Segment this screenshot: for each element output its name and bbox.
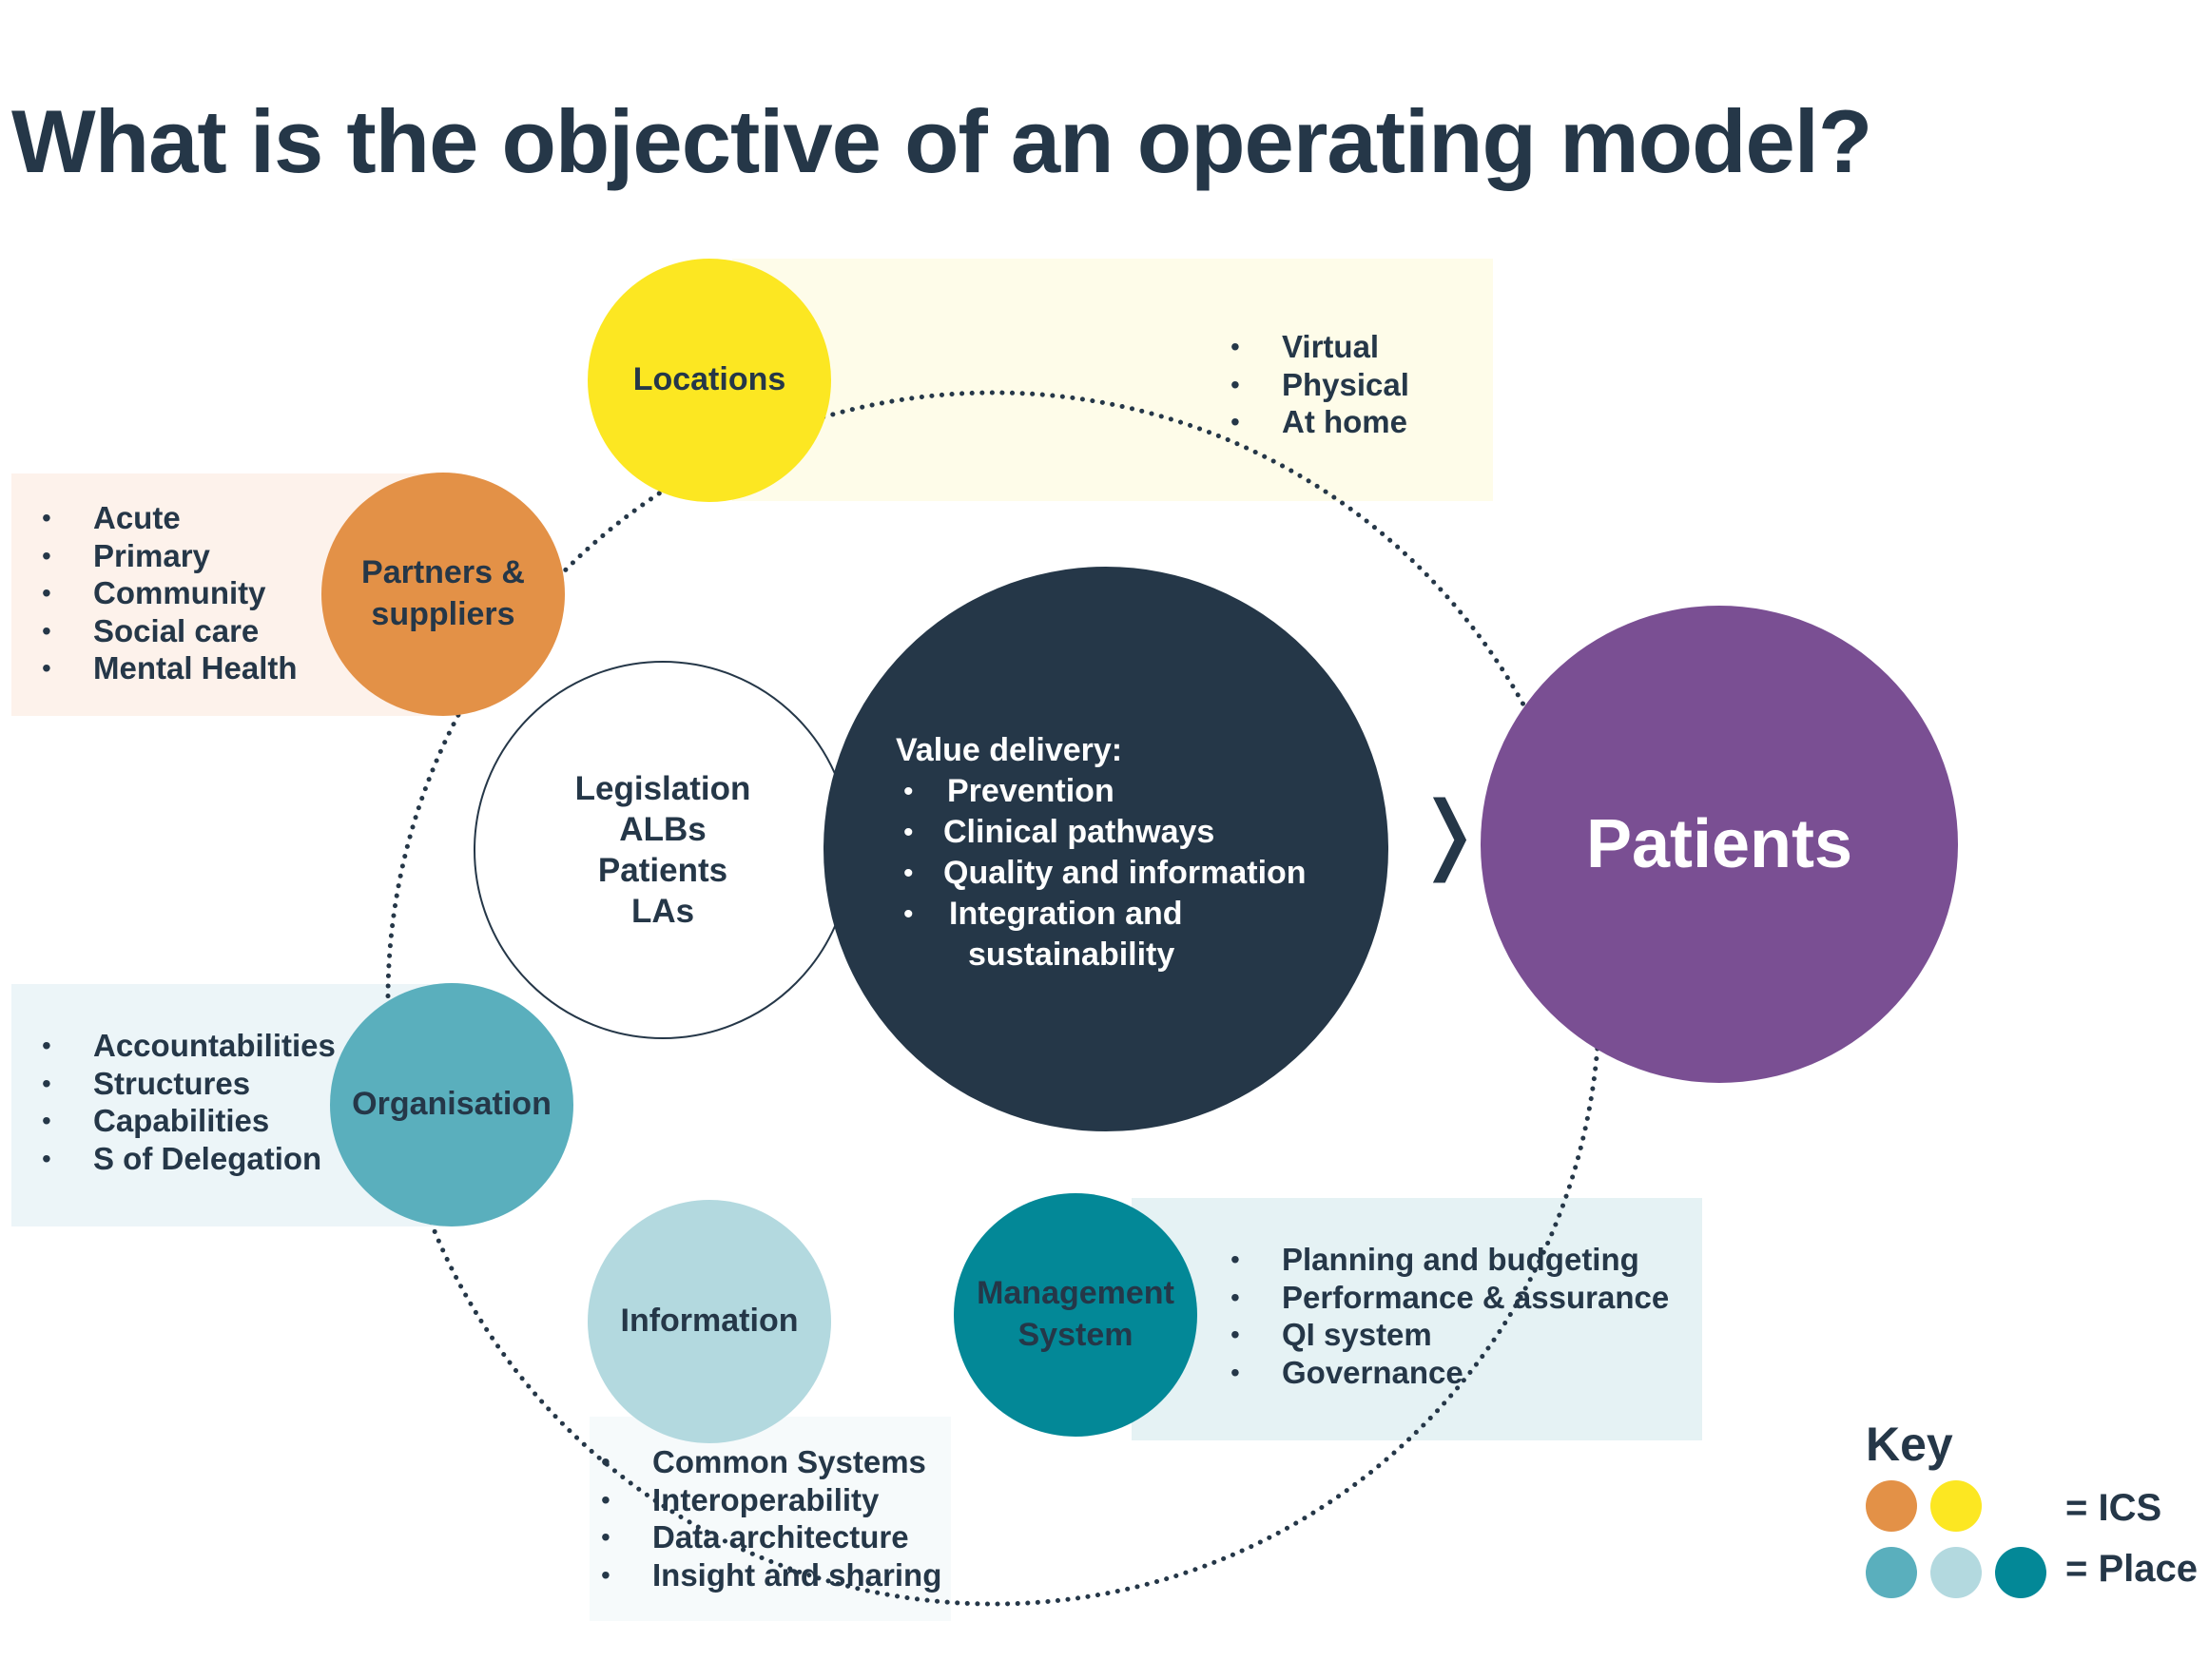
information-item-common-systems: Common Systems bbox=[571, 1443, 941, 1481]
information-list: Common Systems Interoperability Data arc… bbox=[571, 1443, 941, 1593]
context-las: LAs bbox=[630, 893, 695, 930]
value-delivery-heading: Value delivery: bbox=[896, 732, 1123, 768]
information-item-insight-sharing: Insight and sharing bbox=[571, 1556, 941, 1594]
locations-label: Locations bbox=[632, 361, 786, 398]
patients-label: Patients bbox=[1585, 806, 1853, 882]
key-dot-dark-teal bbox=[1995, 1547, 2046, 1598]
key-dot-light-blue bbox=[1930, 1547, 1982, 1598]
key-dot-orange bbox=[1866, 1480, 1917, 1532]
management-label-line1: Management bbox=[977, 1275, 1174, 1312]
locations-item-virtual: Virtual bbox=[1200, 328, 1409, 366]
value-delivery-circle: Value delivery: Prevention Clinical path… bbox=[824, 567, 1388, 1131]
context-circle: Legislation ALBs Patients LAs bbox=[474, 661, 852, 1039]
key-place-label: = Place bbox=[2065, 1548, 2199, 1590]
partners-label-line2: suppliers bbox=[371, 596, 515, 632]
partners-circle: Partners & suppliers bbox=[321, 473, 565, 716]
management-item-performance: Performance & assurance bbox=[1200, 1279, 1669, 1317]
organisation-item-structures: Structures bbox=[11, 1065, 336, 1103]
key-dot-yellow bbox=[1930, 1480, 1982, 1532]
chevron-right-icon: ❭ bbox=[1413, 786, 1485, 881]
information-item-data-architecture: Data architecture bbox=[571, 1518, 941, 1556]
context-legislation: Legislation bbox=[574, 770, 751, 807]
management-item-governance: Governance bbox=[1200, 1354, 1669, 1392]
key-title: Key bbox=[1866, 1418, 1953, 1471]
patients-circle: Patients bbox=[1481, 606, 1958, 1083]
value-item-quality: Quality and information bbox=[896, 853, 1307, 894]
context-albs: ALBs bbox=[619, 811, 707, 848]
context-patients: Patients bbox=[597, 852, 728, 889]
management-list: Planning and budgeting Performance & ass… bbox=[1200, 1241, 1669, 1391]
organisation-item-accountabilities: Accountabilities bbox=[11, 1027, 336, 1065]
page-title: What is the objective of an operating mo… bbox=[11, 91, 1872, 191]
locations-item-at-home: At home bbox=[1200, 403, 1409, 441]
locations-circle: Locations bbox=[588, 259, 831, 502]
management-circle: Management System bbox=[954, 1193, 1197, 1437]
partners-item-community: Community bbox=[11, 574, 298, 612]
partners-item-acute: Acute bbox=[11, 499, 298, 537]
management-label-line2: System bbox=[1017, 1317, 1134, 1353]
partners-label-line1: Partners & bbox=[361, 554, 525, 591]
management-item-qi-system: QI system bbox=[1200, 1316, 1669, 1354]
information-circle: Information bbox=[588, 1200, 831, 1443]
key-dot-teal bbox=[1866, 1547, 1917, 1598]
partners-item-mental-health: Mental Health bbox=[11, 649, 298, 687]
partners-item-social-care: Social care bbox=[11, 612, 298, 650]
key-ics-label: = ICS bbox=[2065, 1487, 2162, 1529]
information-item-interoperability: Interoperability bbox=[571, 1481, 941, 1519]
value-item-prevention: Prevention bbox=[896, 771, 1307, 812]
information-label: Information bbox=[620, 1303, 799, 1340]
value-item-integration: Integration and bbox=[896, 894, 1307, 935]
partners-item-primary: Primary bbox=[11, 537, 298, 575]
locations-list: Virtual Physical At home bbox=[1200, 328, 1409, 441]
organisation-label: Organisation bbox=[352, 1086, 552, 1123]
value-item-sustainability: sustainability bbox=[968, 937, 1175, 973]
organisation-item-capabilities: Capabilities bbox=[11, 1102, 336, 1140]
organisation-item-delegation: S of Delegation bbox=[11, 1140, 336, 1178]
management-item-planning: Planning and budgeting bbox=[1200, 1241, 1669, 1279]
organisation-circle: Organisation bbox=[330, 983, 573, 1226]
organisation-list: Accountabilities Structures Capabilities… bbox=[11, 1027, 336, 1177]
locations-item-physical: Physical bbox=[1200, 366, 1409, 404]
partners-list: Acute Primary Community Social care Ment… bbox=[11, 499, 298, 687]
value-item-clinical-pathways: Clinical pathways bbox=[896, 812, 1307, 853]
